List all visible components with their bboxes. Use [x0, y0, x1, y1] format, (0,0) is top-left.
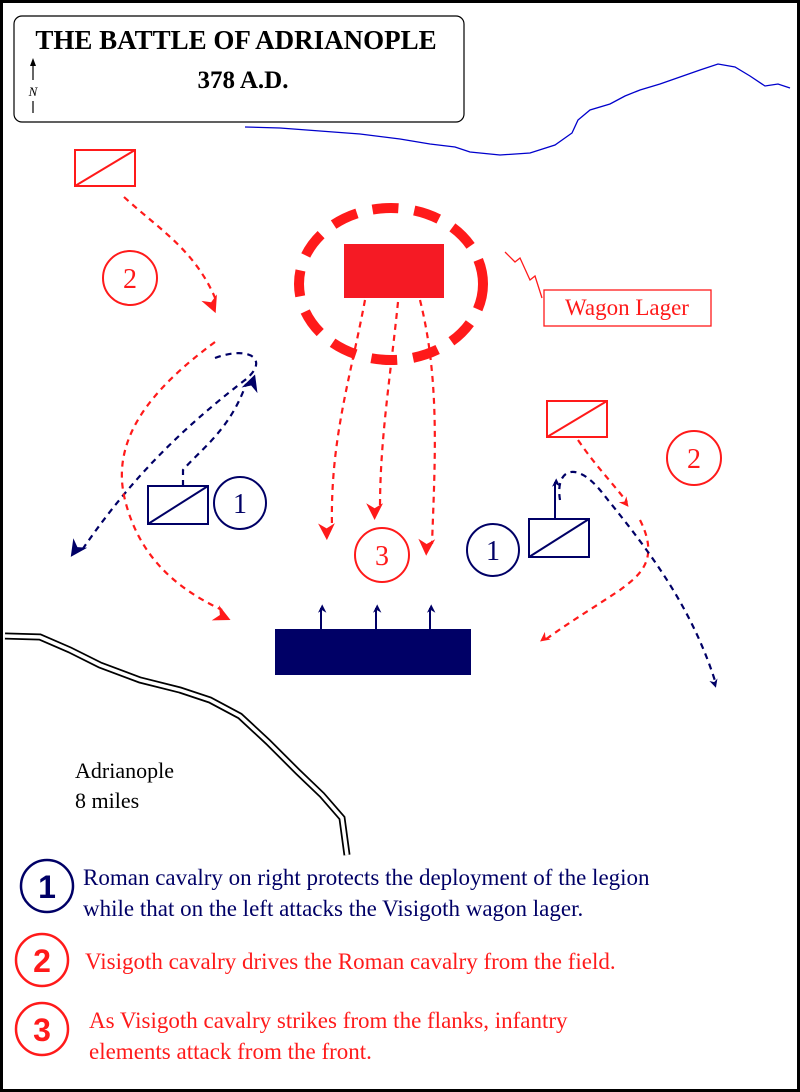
roman-left-retreat-arrow [70, 352, 258, 557]
marker-2-left [102, 250, 158, 306]
visigoth-right-charge-arrow [577, 439, 629, 507]
wagon-lager-label-box [543, 289, 712, 327]
city-label: Adrianople [75, 758, 174, 783]
north-label: N [28, 84, 39, 99]
label-pointer [504, 251, 543, 299]
map-date: 378 A.D. [198, 67, 289, 94]
north-arrow-icon [30, 58, 36, 113]
distance-label: 8 miles [75, 788, 139, 813]
svg-text:elements attack from the front: elements attack from the front. [89, 1039, 372, 1064]
marker-1-left [213, 476, 267, 530]
svg-text:Roman cavalry on right protect: Roman cavalry on right protects the depl… [83, 865, 650, 890]
marker-1-left-label: 1 [233, 489, 247, 520]
marker-3 [354, 527, 410, 583]
marker-2-left-label: 2 [123, 264, 137, 295]
roman-legion [275, 604, 471, 675]
svg-text:3: 3 [33, 1012, 51, 1048]
river [244, 63, 791, 156]
infantry-attack-arrows [318, 299, 436, 556]
marker-2-right-label: 2 [687, 444, 701, 475]
visigoth-left-flank-arrow [120, 341, 231, 621]
visigoth-cavalry-left [74, 149, 136, 187]
visigoth-left-charge-arrow [123, 196, 218, 314]
visigoth-infantry-block [344, 244, 444, 298]
svg-text:As Visigoth cavalry strikes fr: As Visigoth cavalry strikes from the fla… [89, 1008, 568, 1033]
roman-cavalry-right [528, 518, 590, 558]
road [4, 632, 351, 856]
marker-1-right [466, 523, 520, 577]
legend: 1 Roman cavalry on right protects the de… [14, 858, 650, 1064]
roman-right-retreat-arrow [558, 470, 718, 688]
legend-item-1: 1 Roman cavalry on right protects the de… [19, 858, 650, 921]
marker-1-right-label: 1 [486, 536, 500, 567]
legend-item-3: 3 As Visigoth cavalry strikes from the f… [14, 1001, 568, 1064]
visigoth-right-flank-arrow [540, 519, 650, 642]
svg-text:2: 2 [33, 943, 51, 979]
title-box: THE BATTLE OF ADRIANOPLE 378 A.D. N [13, 15, 465, 123]
svg-text:while that on the left attacks: while that on the left attacks the Visig… [83, 896, 583, 921]
visigoth-cavalry-right [546, 400, 608, 438]
svg-text:Visigoth cavalry drives the Ro: Visigoth cavalry drives the Roman cavalr… [85, 949, 616, 974]
marker-3-label: 3 [375, 541, 389, 572]
roman-cavalry-left [147, 485, 209, 525]
marker-2-right [666, 430, 722, 486]
wagon-lager-label: Wagon Lager [565, 295, 689, 320]
map-title: THE BATTLE OF ADRIANOPLE [35, 25, 436, 55]
legend-item-2: 2 Visigoth cavalry drives the Roman cava… [14, 932, 616, 988]
svg-text:1: 1 [38, 869, 56, 905]
roman-left-attack-arrow [181, 374, 258, 486]
